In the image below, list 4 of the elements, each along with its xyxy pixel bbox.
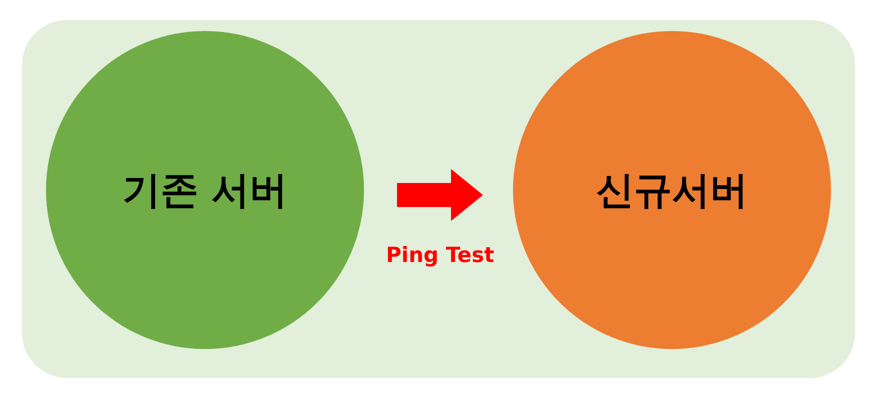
server-label: 신규서버 [596,166,748,214]
arrow [397,169,483,221]
edge-label: Ping Test [386,243,494,267]
server-label: 기존 서버 [122,166,288,214]
